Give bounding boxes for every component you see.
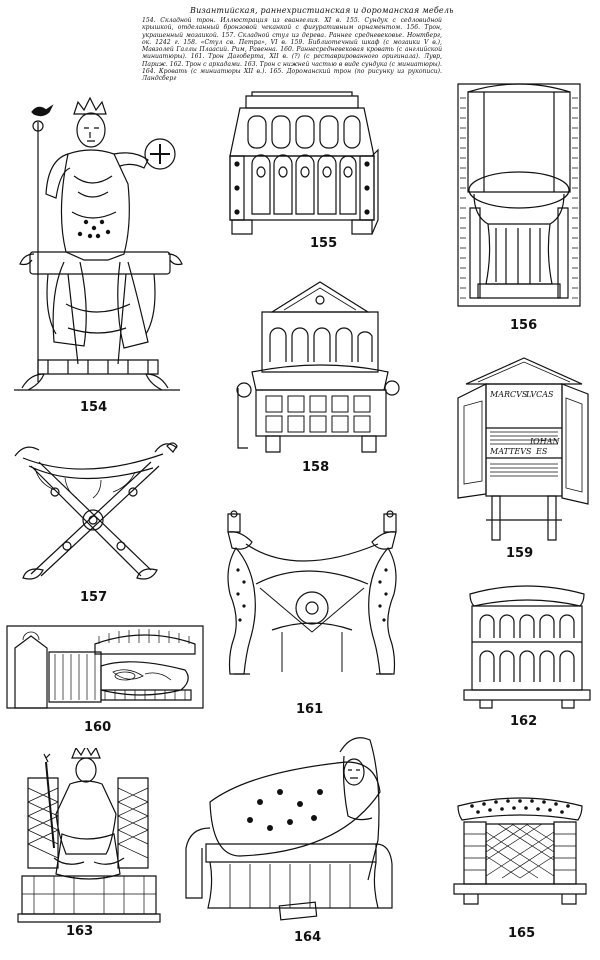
book-label-iohan: IOHAN: [529, 437, 560, 446]
figure-157-folding-stool: [5, 432, 185, 592]
book-label-matteus: MATTEVS: [489, 447, 532, 456]
figure-162-arcade-throne: [462, 582, 592, 712]
figure-155-chest: [222, 88, 382, 248]
figure-captions: 154. Складной трон. Иллюстрация из еванг…: [142, 17, 442, 83]
figure-160-bed-miniature: [5, 622, 205, 712]
figure-154-number: 154: [80, 400, 108, 415]
figure-164-bed: [180, 732, 420, 928]
figure-164-number: 164: [294, 930, 322, 945]
figure-154-throne-with-king: [8, 92, 183, 402]
figure-159-library-cabinet: MARCVS LVCAS MATTEVS IOHAN ES: [452, 350, 594, 550]
page-title: Византийская, раннехристианская и дорома…: [190, 6, 454, 15]
figure-165-number: 165: [508, 926, 536, 941]
figure-157-number: 157: [80, 590, 108, 605]
book-label-es: ES: [535, 447, 548, 456]
figure-161-number: 161: [296, 702, 324, 717]
figure-161-throne-of-dagobert: [216, 510, 416, 700]
figure-159-number: 159: [506, 546, 534, 561]
book-label-lucas: LVCAS: [525, 390, 554, 399]
figure-163-chest-throne: [14, 748, 164, 926]
figure-156-mosaic-throne: [448, 78, 590, 316]
figure-162-number: 162: [510, 714, 538, 729]
figure-158-chair-of-st-peter: [232, 278, 402, 468]
figure-165-pre-romanesque-throne: [450, 794, 590, 910]
figure-163-number: 163: [66, 924, 94, 939]
figure-158-number: 158: [302, 460, 330, 475]
figure-156-number: 156: [510, 318, 538, 333]
figure-155-number: 155: [310, 236, 338, 251]
book-label-marcus: MARCVS: [489, 390, 528, 399]
figure-160-number: 160: [84, 720, 112, 735]
